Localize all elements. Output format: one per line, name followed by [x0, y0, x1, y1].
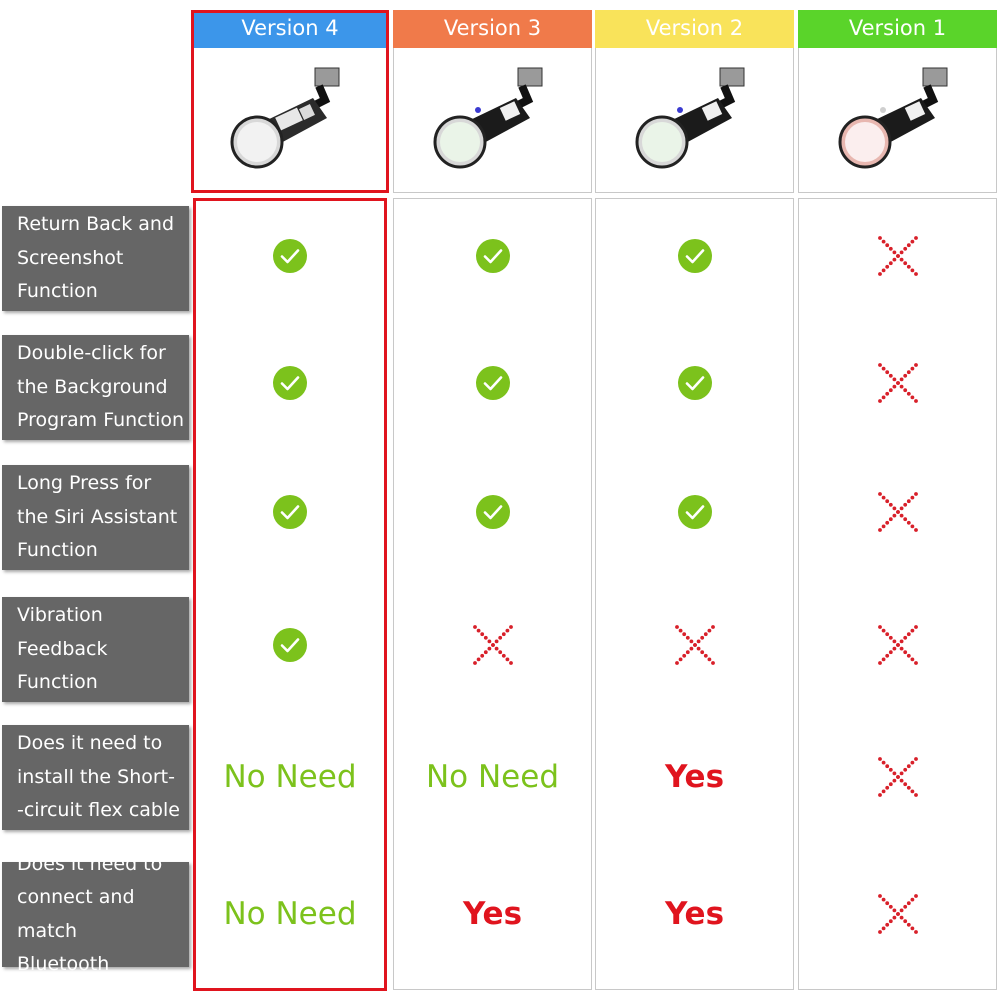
comparison-cell — [800, 615, 995, 675]
check-circle-icon — [273, 366, 307, 400]
cross-icon — [877, 625, 918, 665]
check-circle-icon — [273, 628, 307, 662]
cross-icon — [877, 492, 918, 532]
feature-label-line: Does it need to — [17, 732, 163, 755]
version-column-body — [798, 198, 997, 990]
cross-icon — [877, 236, 918, 276]
feature-label-line: Double-click for — [17, 342, 166, 365]
answer-text: Yes — [664, 759, 725, 795]
answer-text: No Need — [425, 759, 560, 795]
version-header-2: Version 2 — [595, 10, 794, 48]
check-circle-icon — [475, 239, 510, 273]
cross-icon — [472, 625, 513, 665]
answer-text: Yes — [462, 896, 523, 932]
check-circle-icon — [475, 366, 510, 400]
feature-label-line: install the Short- — [17, 765, 175, 788]
check-circle-icon — [677, 366, 712, 400]
comparison-cell — [395, 353, 590, 413]
version-column-body — [393, 198, 592, 990]
cross-icon — [877, 757, 918, 797]
comparison-cell — [597, 226, 792, 286]
feature-label-line: Program Function — [17, 409, 185, 432]
version-header-1: Version 1 — [798, 10, 997, 48]
comparison-cell — [597, 482, 792, 542]
feature-label-line: Function — [17, 539, 98, 562]
feature-label-line: Function — [17, 671, 98, 694]
comparison-cell — [195, 615, 385, 675]
comparison-cell: No Need — [195, 747, 385, 807]
home-button-flex-image — [230, 67, 340, 169]
comparison-cell — [195, 353, 385, 413]
cross-icon — [674, 625, 715, 665]
feature-label-line: Return Back and — [17, 213, 175, 236]
feature-label-line: Long Press for — [17, 472, 152, 495]
answer-text: Yes — [664, 896, 725, 932]
feature-label-line: Function — [17, 280, 98, 303]
product-image-cell — [195, 50, 385, 190]
cross-icon — [877, 363, 918, 403]
feature-label-line: Vibration — [17, 604, 103, 627]
product-image-cell — [597, 50, 792, 190]
selected-column-highlight-body — [193, 198, 387, 991]
comparison-cell — [800, 353, 995, 413]
feature-label: Does it need to install the Short- -circui… — [2, 725, 189, 830]
selected-column-highlight-top — [191, 10, 389, 193]
version-header-3: Version 3 — [393, 10, 592, 48]
feature-label-line: Bluetooth — [17, 953, 110, 975]
check-circle-icon — [677, 239, 712, 273]
comparison-cell — [395, 226, 590, 286]
comparison-cell: Yes — [395, 884, 590, 944]
version-column-body — [193, 198, 387, 990]
cross-icon — [877, 894, 918, 934]
version-column-body — [595, 198, 794, 990]
check-circle-icon — [475, 495, 510, 529]
comparison-cell — [395, 615, 590, 675]
comparison-cell — [195, 482, 385, 542]
feature-label-line: the Siri Assistant — [17, 505, 178, 528]
feature-label-line: Does it need to — [17, 852, 163, 875]
feature-label-line: Screenshot — [17, 246, 124, 269]
comparison-cell — [800, 226, 995, 286]
product-image-cell — [395, 50, 590, 190]
comparison-cell — [800, 482, 995, 542]
comparison-cell: No Need — [395, 747, 590, 807]
comparison-cell: Yes — [597, 747, 792, 807]
feature-label-line: connect and match — [17, 886, 135, 942]
comparison-cell: Yes — [597, 884, 792, 944]
answer-text: No Need — [223, 896, 357, 932]
home-button-flex-image — [433, 67, 542, 169]
home-button-flex-image — [838, 67, 947, 169]
check-circle-icon — [677, 495, 712, 529]
comparison-cell: No Need — [195, 884, 385, 944]
product-image-cell — [800, 50, 995, 190]
comparison-cell — [597, 615, 792, 675]
feature-label-line: the Background — [17, 375, 168, 398]
comparison-cell — [395, 482, 590, 542]
home-button-flex-image — [635, 67, 744, 169]
comparison-cell — [800, 747, 995, 807]
check-circle-icon — [273, 495, 307, 529]
feature-label-line: -circuit flex cable — [17, 799, 180, 822]
comparison-cell — [800, 884, 995, 944]
comparison-cell — [195, 226, 385, 286]
feature-label-line: Feedback — [17, 637, 108, 660]
check-circle-icon — [273, 239, 307, 273]
answer-text: No Need — [223, 759, 357, 795]
comparison-cell — [597, 353, 792, 413]
version-header-4: Version 4 — [193, 10, 387, 48]
